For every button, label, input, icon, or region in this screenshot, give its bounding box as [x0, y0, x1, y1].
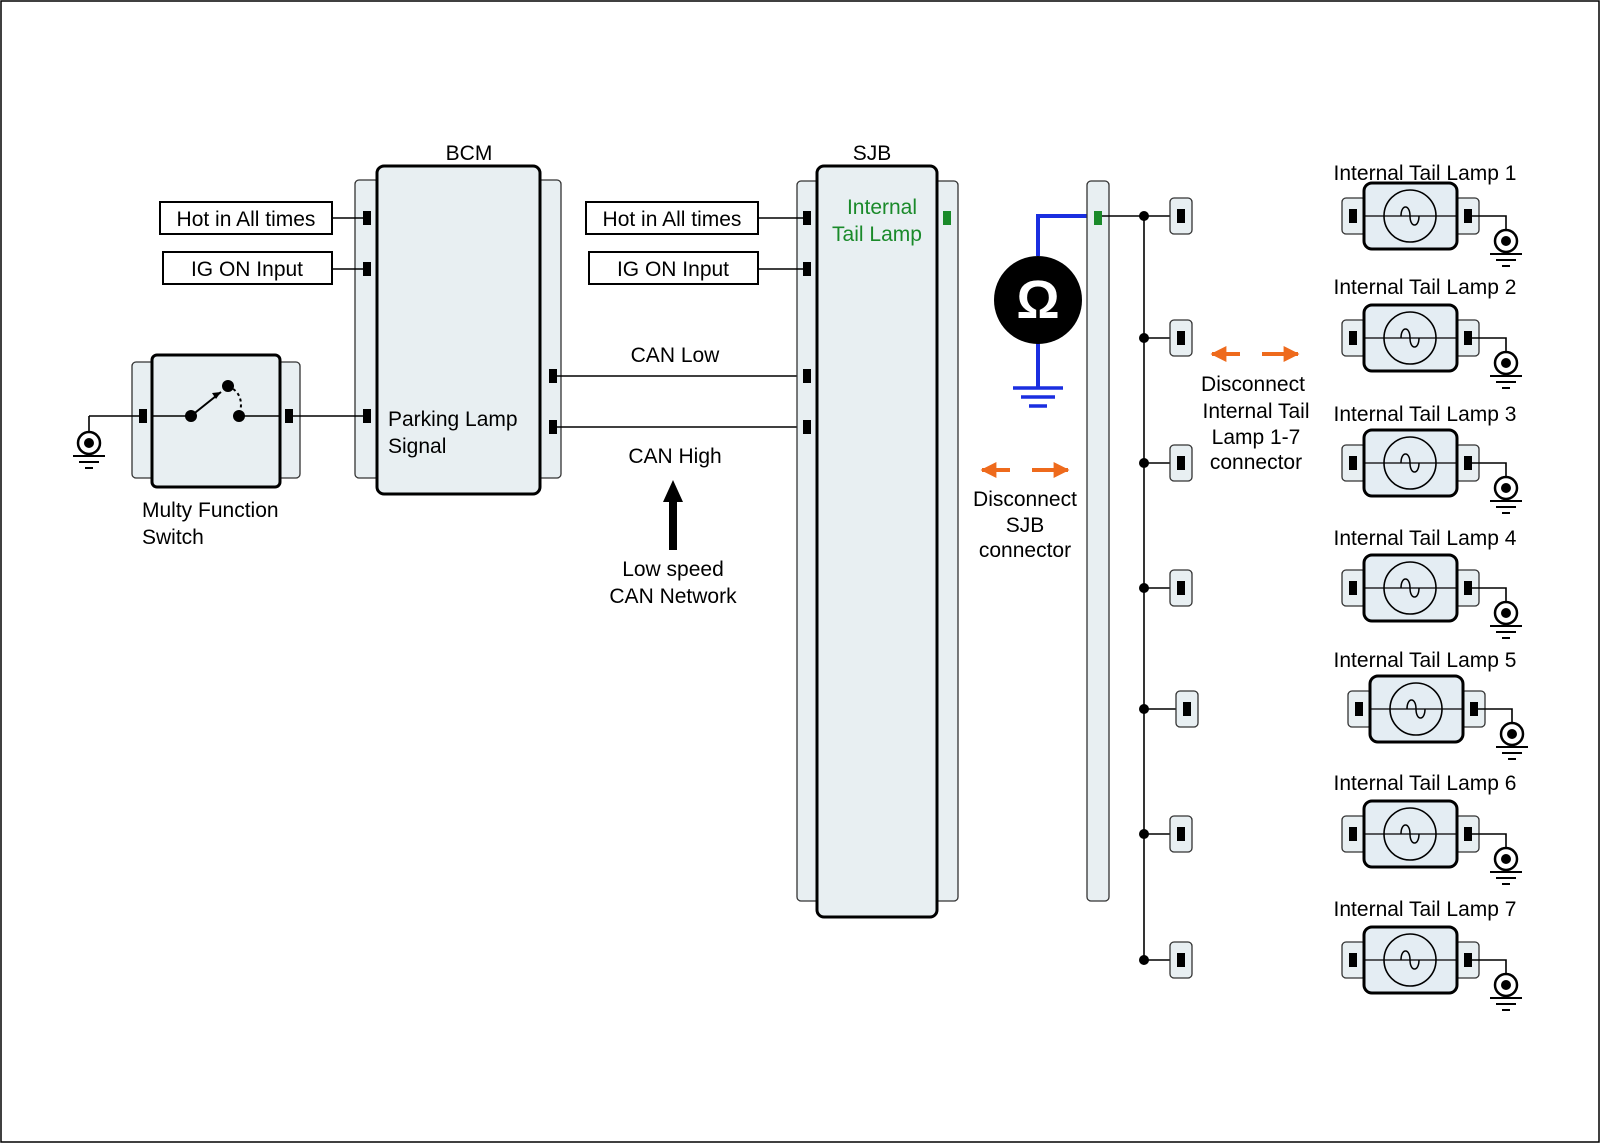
- sjb-hot-input-label: Hot in All times: [603, 208, 742, 231]
- switch-label-line2: Switch: [142, 526, 204, 549]
- bulb-icon: [1383, 933, 1437, 987]
- sjb-label-line1: Internal: [847, 196, 917, 219]
- sjb-title: SJB: [853, 142, 892, 165]
- disconnect-lamp-line1: Disconnect: [1201, 373, 1305, 396]
- sjb-ig-input-box: [588, 251, 759, 285]
- bcm-ig-input-box: [162, 251, 333, 285]
- bulb-icon: [1383, 807, 1437, 861]
- lamp-label-1: Internal Tail Lamp 1: [1334, 162, 1517, 185]
- lamp-label-6: Internal Tail Lamp 6: [1334, 772, 1517, 795]
- bcm-module: BCM Parking Lamp Signal: [354, 142, 562, 496]
- ground-symbol: [1496, 721, 1528, 760]
- lamp-connector: [1169, 197, 1193, 235]
- disconnect-sjb-line1: Disconnect: [973, 488, 1077, 511]
- lamp-label-7: Internal Tail Lamp 7: [1334, 898, 1517, 921]
- bcm-label-line2: Signal: [388, 435, 446, 458]
- lamp-connector: [1169, 941, 1193, 979]
- can-network-line1: Low speed: [622, 558, 724, 581]
- bcm-title: BCM: [446, 142, 493, 165]
- bcm-label-line1: Parking Lamp: [388, 408, 518, 431]
- tail-lamp-4: Internal Tail Lamp 4: [1334, 527, 1522, 639]
- bulb-icon: [1389, 682, 1443, 736]
- bulb-icon: [1383, 436, 1437, 490]
- lamp-label-3: Internal Tail Lamp 3: [1334, 403, 1517, 426]
- disconnect-lamp-line2: Internal Tail: [1202, 400, 1309, 423]
- tail-lamp-1: Internal Tail Lamp 1: [1334, 162, 1522, 267]
- bcm-hot-input-box: [159, 201, 333, 235]
- ground-symbol: [1490, 350, 1522, 389]
- tail-lamps: Internal Tail Lamp 1 Internal Tail Lamp 2…: [1334, 162, 1528, 1011]
- lamp-branch-connectors: [1139, 197, 1199, 979]
- disconnect-sjb-line2: SJB: [1006, 514, 1045, 537]
- lamp-connector: [1169, 569, 1193, 607]
- bulb-icon: [1383, 189, 1437, 243]
- tail-lamp-5: Internal Tail Lamp 5: [1334, 649, 1528, 760]
- disconnect-sjb-line3: connector: [979, 539, 1071, 562]
- bus-junction-dot: [1139, 955, 1149, 965]
- bulb-icon: [1383, 311, 1437, 365]
- ground-symbol: [1490, 228, 1522, 267]
- multi-function-switch: Multy Function Switch: [131, 353, 301, 549]
- bus-junction-dot: [1139, 333, 1149, 343]
- disconnect-lamp-line4: connector: [1210, 451, 1302, 474]
- ohmmeter: Ω: [994, 214, 1096, 408]
- tail-lamp-6: Internal Tail Lamp 6: [1334, 772, 1522, 885]
- tail-lamp-7: Internal Tail Lamp 7: [1334, 898, 1522, 1011]
- bus-junction-dot: [1139, 458, 1149, 468]
- ground-symbol: [71, 430, 107, 470]
- ohm-symbol-icon: Ω: [1016, 270, 1059, 330]
- bulb-icon: [1383, 561, 1437, 615]
- lamp-connector: [1169, 319, 1193, 357]
- sjb-ig-input-label: IG ON Input: [617, 258, 729, 281]
- lamp-connector: [1169, 815, 1193, 853]
- ground-symbol: [1490, 475, 1522, 514]
- lamp-label-5: Internal Tail Lamp 5: [1334, 649, 1517, 672]
- can-network-line2: CAN Network: [609, 585, 737, 608]
- can-high-label: CAN High: [628, 445, 721, 468]
- lamp-connector: [1169, 444, 1193, 482]
- lamp-connector: [1175, 690, 1199, 728]
- tail-lamp-2: Internal Tail Lamp 2: [1334, 276, 1522, 389]
- bus-junction-dot: [1139, 583, 1149, 593]
- sjb-connector-strip: [1086, 180, 1110, 902]
- up-arrow-icon: [663, 480, 683, 550]
- disconnect-lamp-line3: Lamp 1-7: [1212, 426, 1301, 449]
- sjb-hot-input-box: [585, 201, 759, 235]
- lamp-label-4: Internal Tail Lamp 4: [1334, 527, 1517, 550]
- bcm-ig-input-label: IG ON Input: [191, 258, 303, 281]
- bus-junction-dot: [1139, 829, 1149, 839]
- can-low-label: CAN Low: [631, 344, 721, 367]
- bus-junction-dot: [1139, 704, 1149, 714]
- sjb-label-line2: Tail Lamp: [832, 223, 922, 246]
- tail-lamp-3: Internal Tail Lamp 3: [1334, 403, 1522, 514]
- bus-junction-dot: [1139, 211, 1149, 221]
- sjb-module: SJB Internal Tail Lamp: [796, 142, 959, 919]
- ground-symbol: [1490, 972, 1522, 1011]
- bcm-hot-input-label: Hot in All times: [177, 208, 316, 231]
- ground-symbol: [1490, 846, 1522, 885]
- switch-label-line1: Multy Function: [142, 499, 279, 522]
- ground-symbol: [1490, 600, 1522, 639]
- lamp-label-2: Internal Tail Lamp 2: [1334, 276, 1517, 299]
